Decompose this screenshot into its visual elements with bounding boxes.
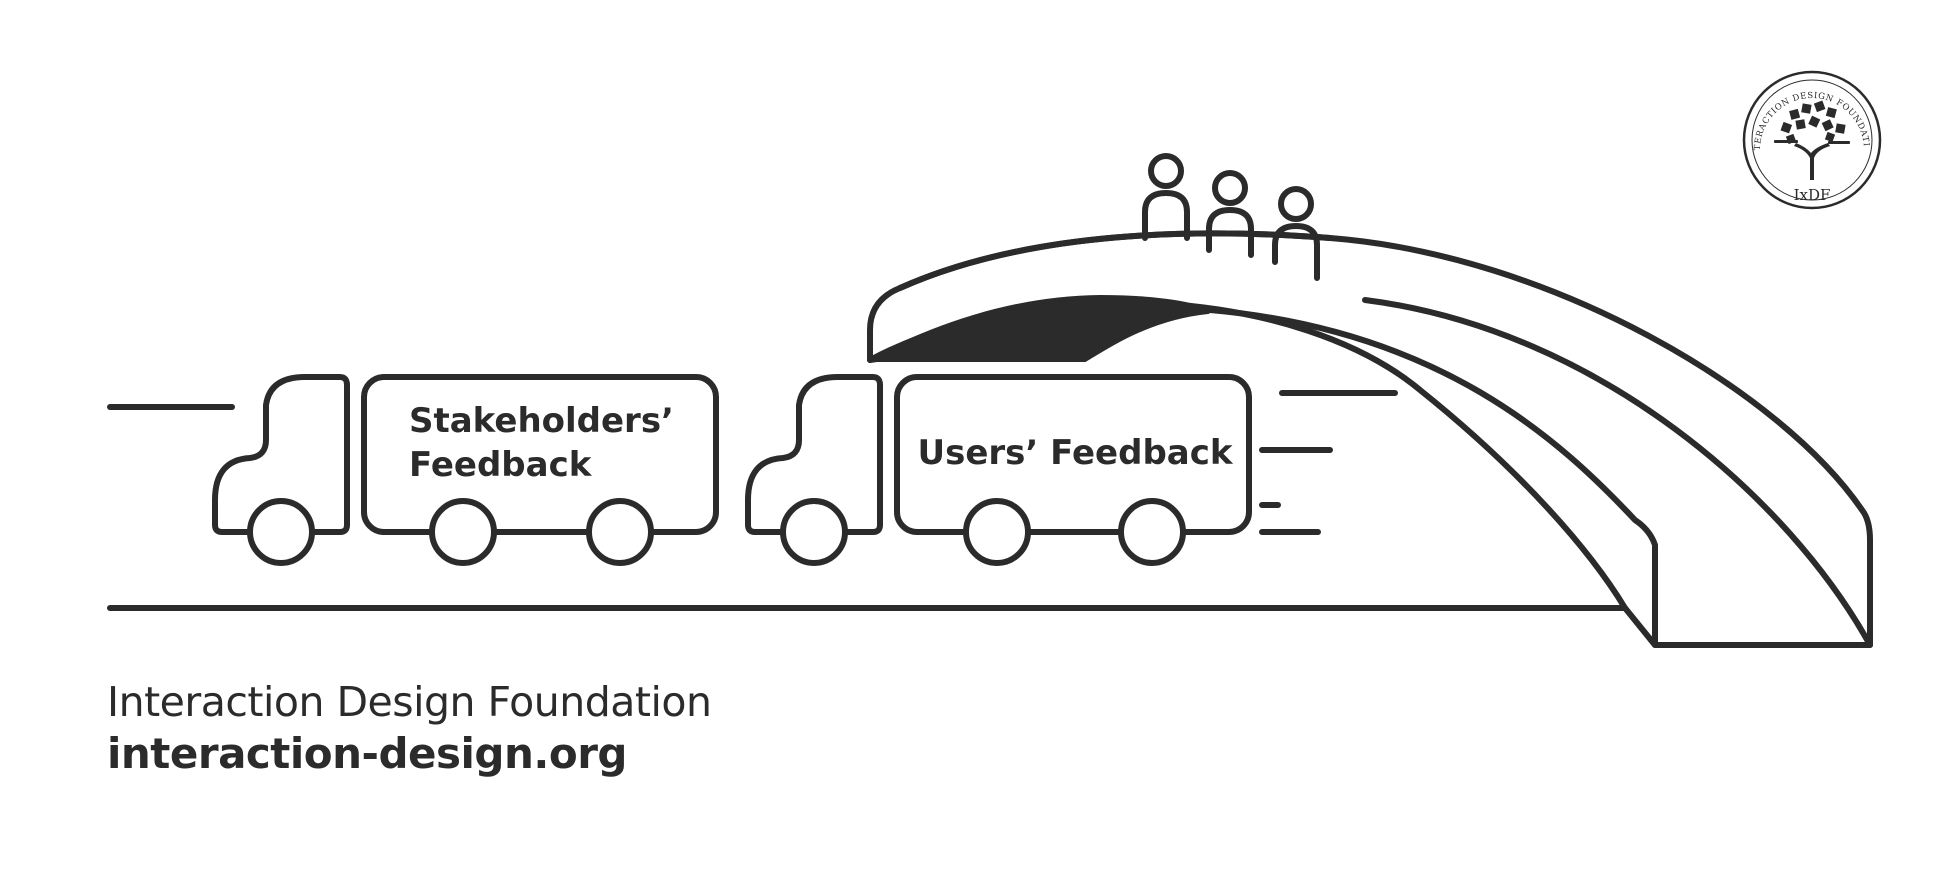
logo-ring-text: INTERACTION DESIGN FOUNDATION bbox=[0, 0, 1870, 151]
footer: Interaction Design Foundation interactio… bbox=[107, 676, 712, 780]
person-icon bbox=[1206, 170, 1254, 258]
speed-lines bbox=[107, 390, 1398, 535]
truck-2-label: Users’ Feedback bbox=[917, 433, 1233, 473]
truck-cab bbox=[212, 374, 350, 535]
people-on-bridge bbox=[1142, 153, 1320, 281]
truck-stakeholders: Stakeholders’ Feedback bbox=[212, 374, 719, 566]
wheel bbox=[586, 498, 654, 566]
truck-users: Users’ Feedback bbox=[745, 374, 1252, 566]
truck-1-label: Stakeholders’ Feedback bbox=[409, 401, 686, 485]
tree-icon bbox=[1774, 100, 1850, 180]
wheel bbox=[429, 498, 497, 566]
truck-cargo-box bbox=[894, 374, 1252, 535]
bridge bbox=[867, 230, 1873, 648]
truck-1-label-line-1: Stakeholders’ bbox=[409, 401, 674, 441]
wheel bbox=[247, 498, 315, 566]
website-link[interactable]: interaction-design.org bbox=[107, 729, 627, 778]
organization-name: Interaction Design Foundation bbox=[107, 678, 712, 726]
truck-1-label-line-2: Feedback bbox=[409, 445, 593, 485]
wheel bbox=[1118, 498, 1186, 566]
wheel bbox=[963, 498, 1031, 566]
svg-text:INTERACTION DESIGN FOUNDATION: INTERACTION DESIGN FOUNDATION bbox=[0, 0, 1871, 151]
truck-cab bbox=[745, 374, 883, 535]
person-icon bbox=[1142, 153, 1190, 241]
logo-monogram: IxDF bbox=[1794, 186, 1831, 204]
bridge-shadow bbox=[868, 295, 1210, 362]
truck-cargo-box bbox=[361, 374, 719, 535]
person-icon bbox=[1272, 186, 1320, 281]
wheel bbox=[780, 498, 848, 566]
ixdf-logo: INTERACTION DESIGN FOUNDATION IxDF bbox=[0, 0, 1882, 210]
